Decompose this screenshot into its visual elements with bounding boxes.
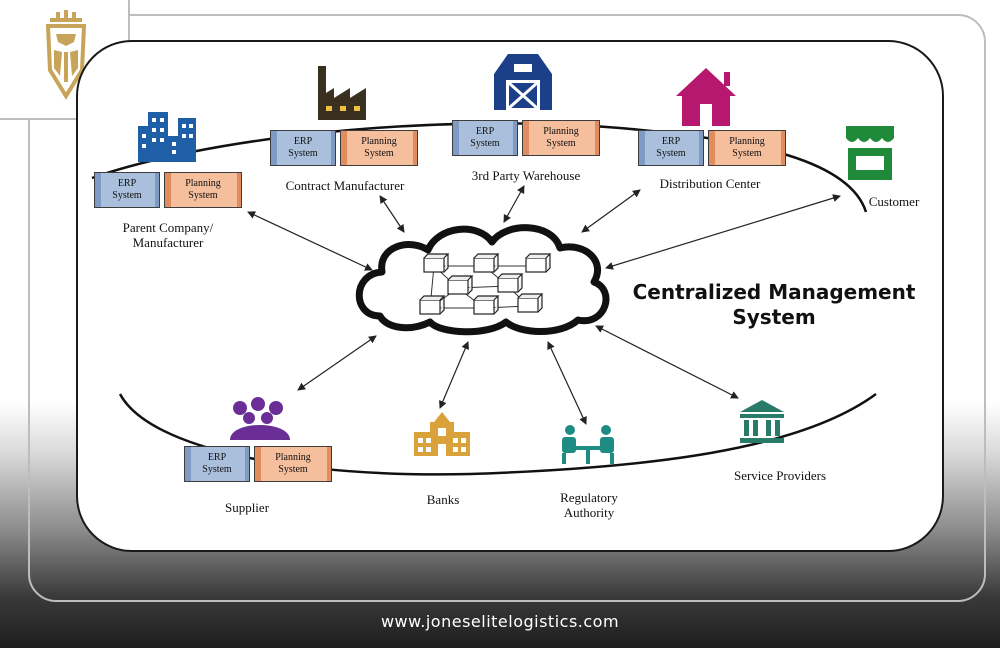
- arrow-distribution: [581, 189, 641, 233]
- meeting-table-icon: [562, 425, 614, 464]
- label-banks: Banks: [426, 492, 460, 507]
- arrow-service: [595, 325, 739, 399]
- contract-erp-box: ERP System: [270, 130, 336, 166]
- label-contract-manufacturer: Contract Manufacturer: [285, 178, 405, 193]
- bank-building-icon: [414, 412, 470, 456]
- arrow-customer: [605, 194, 841, 270]
- cloud-icon: [355, 224, 610, 336]
- arrow-banks: [439, 341, 469, 409]
- footer-website-url: www.joneselitelogistics.com: [380, 612, 620, 631]
- label-3rd-party-warehouse: 3rd Party Warehouse: [471, 168, 581, 183]
- supplier-erp-box: ERP System: [184, 446, 250, 482]
- lion-crest-logo-icon: [45, 10, 87, 100]
- lower-network-ring: [118, 392, 877, 476]
- distribution-planning-box: Planning System: [708, 130, 786, 166]
- contract-planning-box: Planning System: [340, 130, 418, 166]
- label-supplier: Supplier: [224, 500, 270, 515]
- government-building-icon: [740, 400, 784, 443]
- warehouse-planning-box: Planning System: [522, 120, 600, 156]
- arrow-contract: [379, 195, 405, 233]
- label-distribution-center: Distribution Center: [659, 176, 761, 191]
- label-parent-company: Parent Company/ Manufacturer: [122, 220, 214, 250]
- arrow-supplier: [297, 335, 377, 391]
- office-buildings-icon: [138, 112, 196, 162]
- arrow-parent: [247, 211, 373, 271]
- warehouse-erp-box: ERP System: [452, 120, 518, 156]
- outer-frame: [28, 14, 986, 602]
- label-customer: Customer: [868, 194, 920, 209]
- people-group-icon: [230, 397, 290, 440]
- parent-planning-box: Planning System: [164, 172, 242, 208]
- parent-erp-box: ERP System: [94, 172, 160, 208]
- arrow-regulatory: [547, 341, 587, 425]
- distribution-erp-box: ERP System: [638, 130, 704, 166]
- arrow-warehouse: [503, 185, 525, 223]
- label-regulatory-authority: Regulatory Authority: [560, 490, 618, 520]
- cloud-nodes: [419, 253, 552, 315]
- house-icon: [676, 68, 736, 126]
- diagram-title: Centralized Management System: [632, 280, 916, 329]
- factory-icon: [318, 66, 366, 120]
- supplier-planning-box: Planning System: [254, 446, 332, 482]
- barn-warehouse-icon: [494, 54, 552, 110]
- store-icon: [846, 126, 894, 180]
- label-service-providers: Service Providers: [733, 468, 827, 483]
